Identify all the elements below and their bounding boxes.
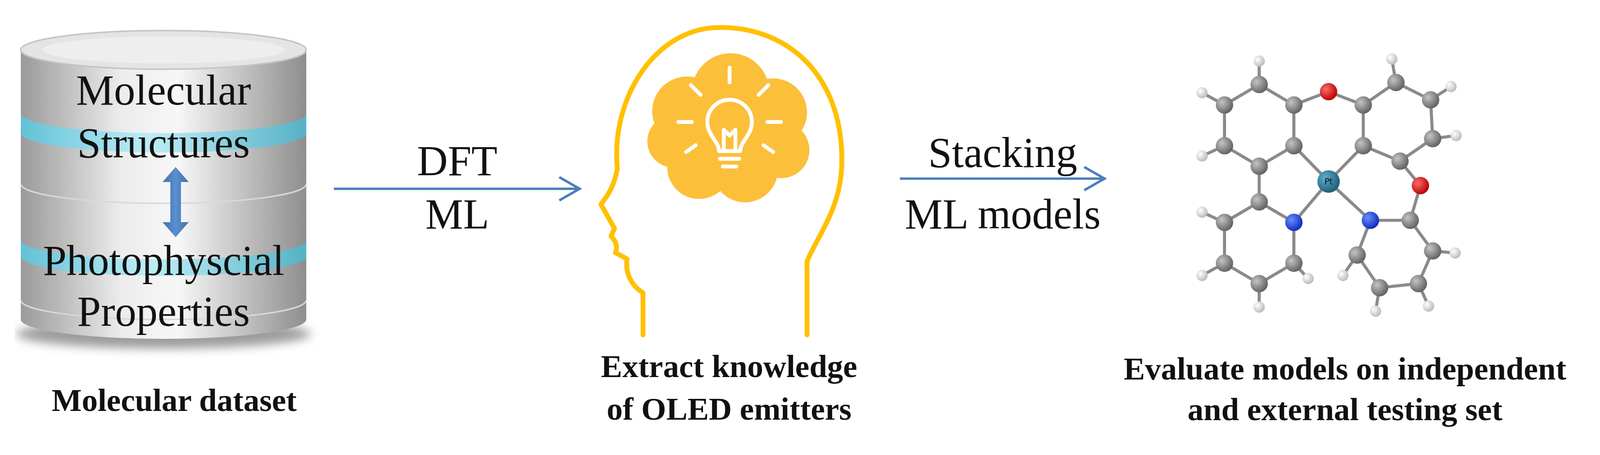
edge-label: Stacking [928, 131, 1078, 175]
atom-label: Pt [1324, 177, 1333, 186]
head-node: Extract knowledge of OLED emitters [580, 14, 900, 431]
edge-sublabel: ML [425, 193, 490, 236]
edge-label: DFT [417, 139, 498, 183]
caption-text: Evaluate models on independent and exter… [1107, 348, 1583, 430]
edge-sublabel: ML models [904, 193, 1101, 236]
molecule-node: Evaluate models on independent and exter… [1105, 19, 1595, 436]
cylinder-text: Molecular Structures [28, 63, 300, 170]
cylinder-text: Photophyscial Properties [28, 235, 300, 337]
caption-text: Molecular dataset [14, 380, 334, 420]
database-node: Molecular StructuresPhotophyscial Proper… [14, 19, 334, 436]
caption-text: Extract knowledge of OLED emitters [593, 344, 865, 431]
